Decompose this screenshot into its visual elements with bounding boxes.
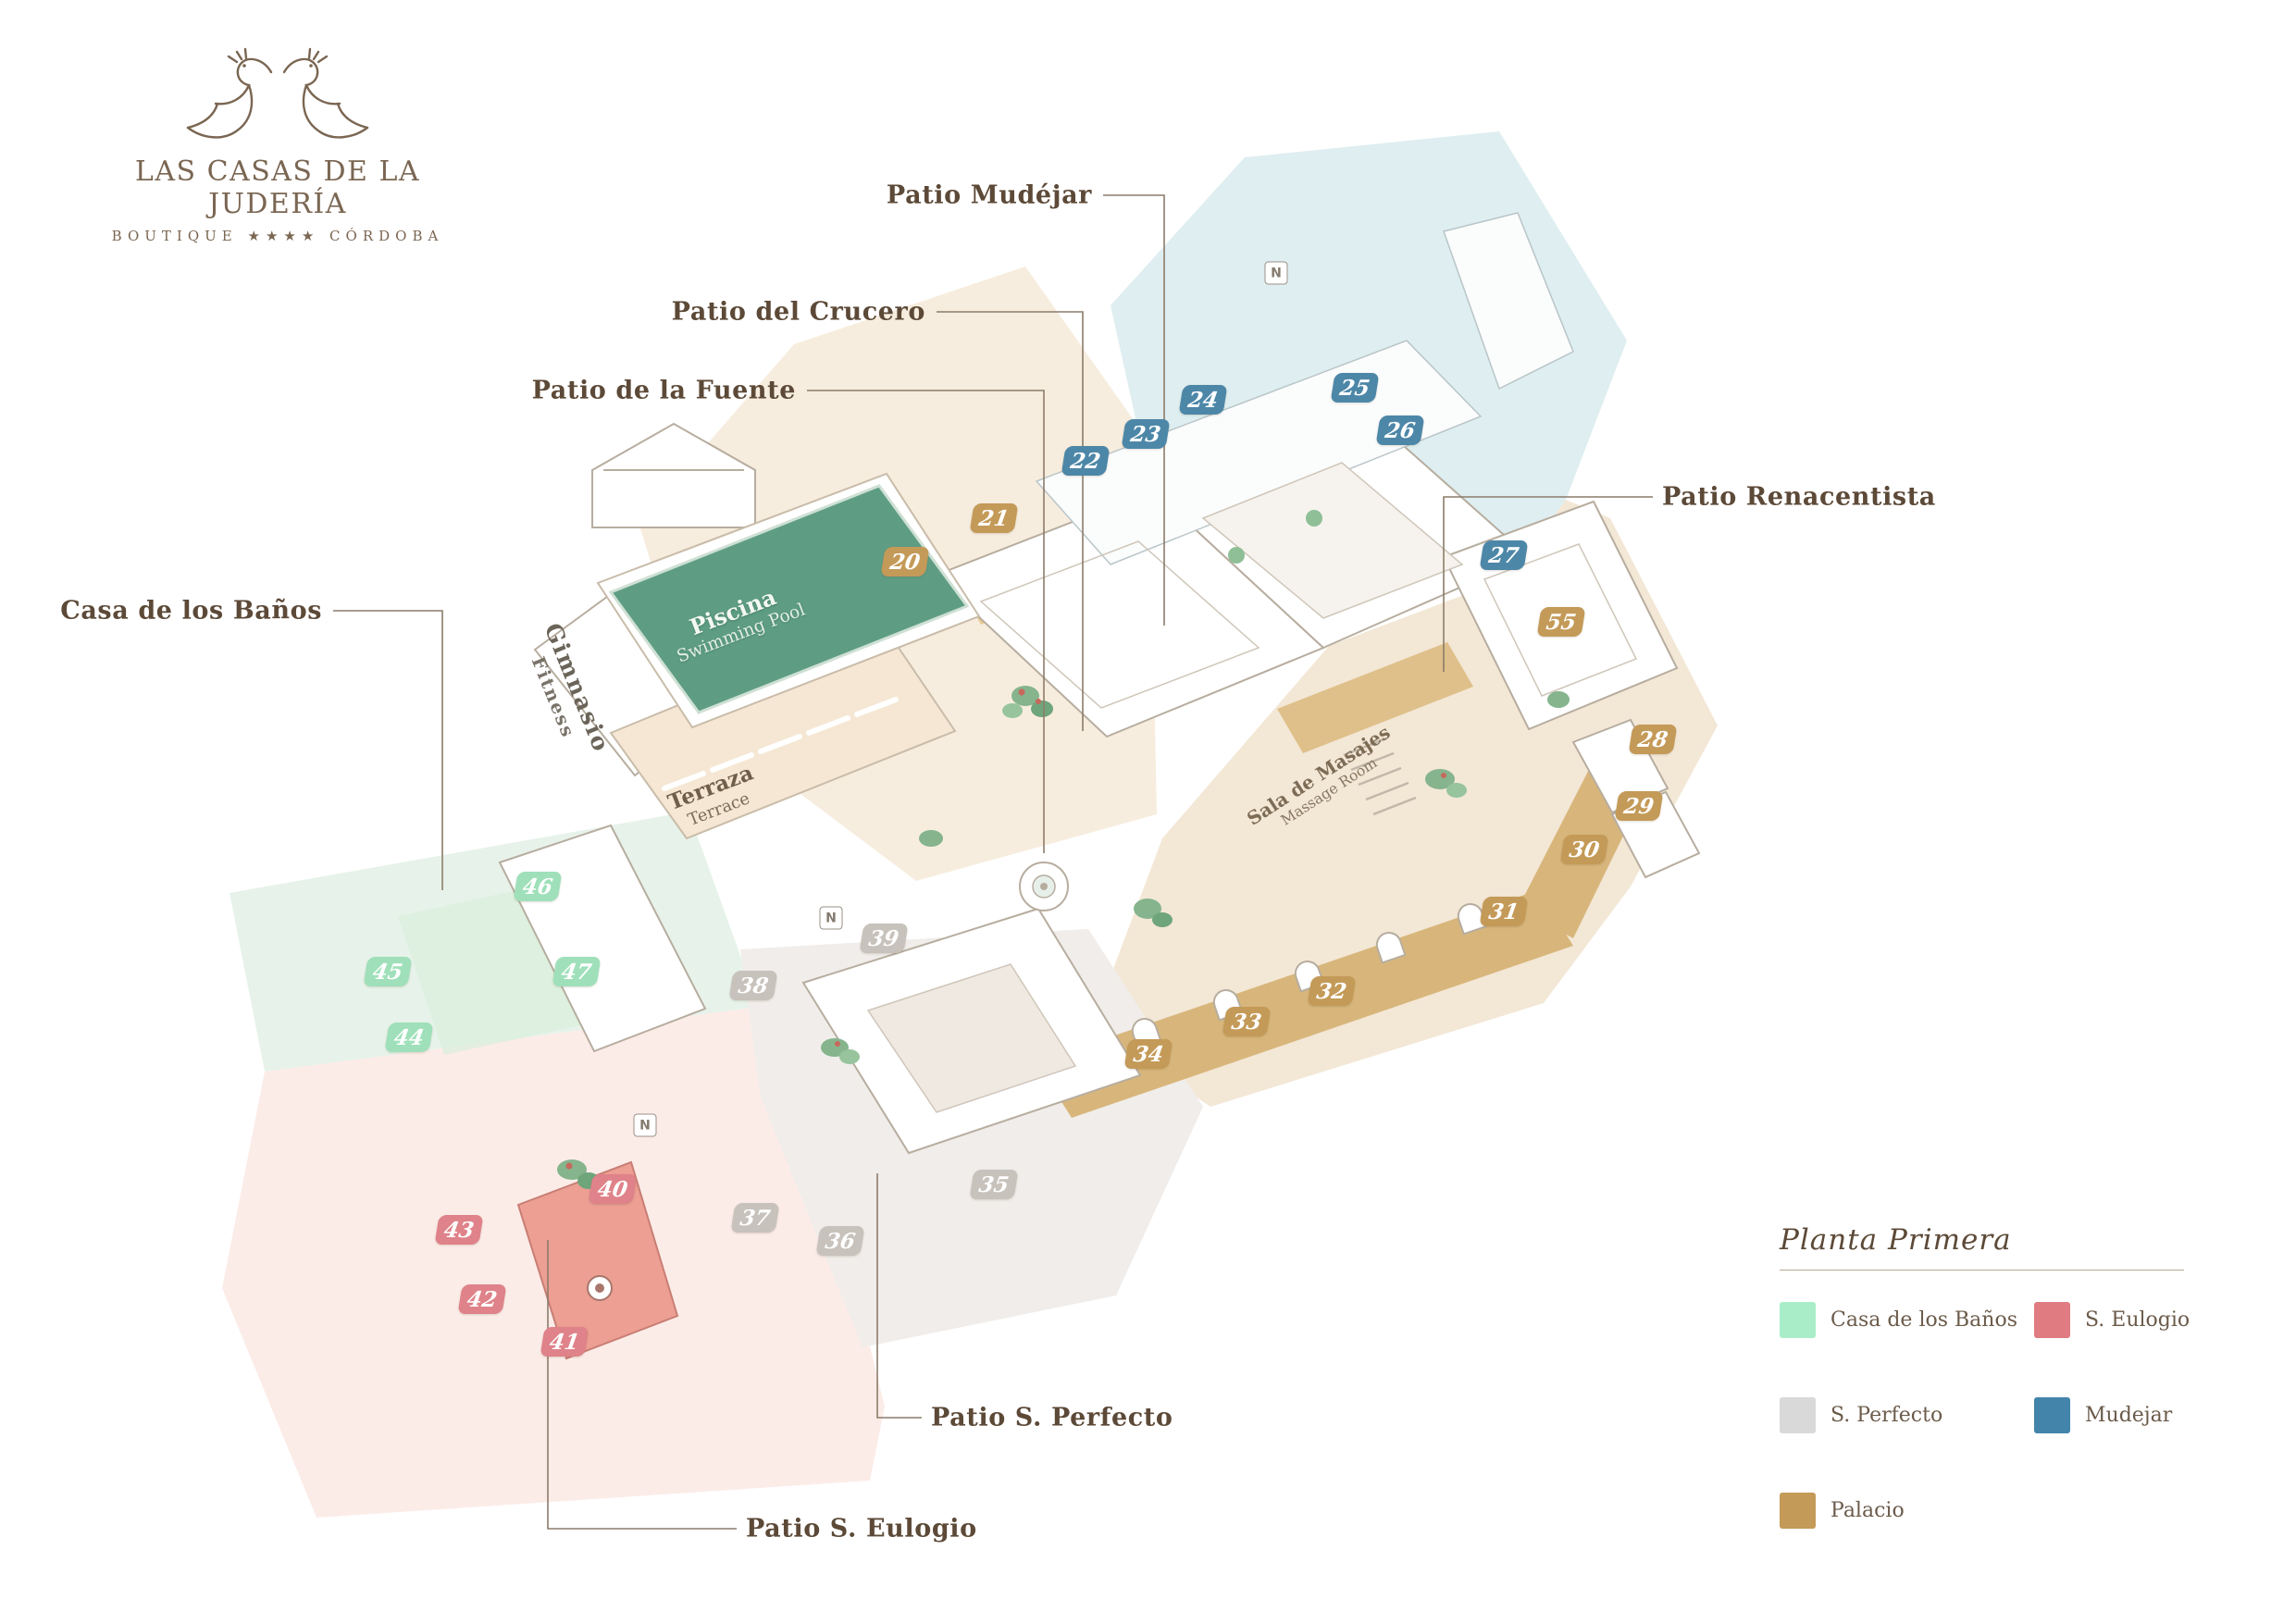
room-badge-22[interactable]: 22	[1061, 446, 1111, 476]
room-badge-34[interactable]: 34	[1123, 1039, 1173, 1069]
hotel-name: LAS CASAS DE LA JUDERÍA	[134, 155, 421, 220]
room-badge-46[interactable]: 46	[513, 872, 563, 901]
leader-line-patio-de-la-fuente	[807, 390, 1045, 853]
room-badge-35[interactable]: 35	[969, 1170, 1019, 1199]
room-badge-45[interactable]: 45	[363, 957, 413, 986]
hotel-subtitle: BOUTIQUE ★★★★ CÓRDOBA	[111, 228, 444, 244]
building-palacio-room-a	[1571, 718, 1669, 814]
legend-label: Palacio	[1831, 1499, 1905, 1522]
fountain-jet	[1040, 883, 1048, 890]
room-badge-37[interactable]: 37	[730, 1203, 780, 1233]
legend-item-mudejar: Mudejar	[2034, 1397, 2205, 1433]
callout-patio-de-la-fuente: Patio de la Fuente	[531, 376, 796, 405]
callout-patio-s-perfecto: Patio S. Perfecto	[931, 1403, 1173, 1432]
building-mudejar-tower	[1443, 212, 1574, 391]
room-badge-31[interactable]: 31	[1479, 897, 1529, 926]
callout-patio-del-crucero: Patio del Crucero	[671, 297, 925, 327]
swimming-pool	[608, 484, 970, 714]
room-badge-32[interactable]: 32	[1307, 976, 1357, 1006]
room-badge-38[interactable]: 38	[728, 971, 778, 1000]
north-indicator-1: N	[1264, 261, 1288, 285]
walkway-massage	[1277, 642, 1473, 753]
room-badge-36[interactable]: 36	[815, 1226, 865, 1256]
room-badge-40[interactable]: 40	[588, 1174, 638, 1204]
court-mudejar-inner	[1201, 462, 1464, 619]
room-badge-42[interactable]: 42	[457, 1284, 507, 1314]
court-perfecto-inner	[866, 963, 1077, 1113]
leader-line-patio-renacentista	[1443, 496, 1653, 672]
walkway-palacio-main	[1036, 890, 1573, 1118]
room-badge-21[interactable]: 21	[969, 503, 1019, 533]
legend-item-s-eulogio: S. Eulogio	[2034, 1302, 2205, 1338]
room-badge-25[interactable]: 25	[1330, 373, 1380, 403]
room-badge-43[interactable]: 43	[434, 1215, 484, 1245]
legend: Planta Primera Casa de los Baños S. Eulog…	[1780, 1223, 2205, 1529]
peacocks-icon	[186, 47, 369, 139]
legend-label: Casa de los Baños	[1831, 1308, 2017, 1332]
room-badge-29[interactable]: 29	[1614, 791, 1664, 821]
legend-item-casa-de-los-ba-os: Casa de los Baños	[1780, 1302, 2034, 1338]
legend-swatch	[1780, 1397, 1816, 1433]
room-badge-47[interactable]: 47	[552, 957, 602, 986]
callout-patio-s-eulogio: Patio S. Eulogio	[746, 1514, 977, 1543]
room-badge-55[interactable]: 55	[1536, 607, 1586, 637]
room-badge-33[interactable]: 33	[1222, 1007, 1272, 1036]
callout-patio-renacentista: Patio Renacentista	[1662, 482, 1936, 512]
court-renacentista-inner	[1483, 543, 1638, 697]
room-badge-39[interactable]: 39	[859, 924, 909, 953]
north-indicator-3: N	[633, 1113, 657, 1137]
terrace-loungers	[662, 697, 899, 791]
legend-label: S. Perfecto	[1831, 1404, 1943, 1427]
legend-swatch	[2034, 1302, 2070, 1338]
leader-line-patio-mudejar	[1103, 194, 1165, 626]
leader-line-casa-de-los-banos	[333, 610, 443, 890]
legend-items: Casa de los Baños S. Eulogio S. Perfecto Mu…	[1780, 1302, 2205, 1529]
room-badge-26[interactable]: 26	[1375, 415, 1425, 445]
room-badge-24[interactable]: 24	[1178, 385, 1228, 415]
leader-line-patio-del-crucero	[937, 311, 1084, 731]
stairs	[1343, 737, 1417, 816]
callout-casa-de-los-banos: Casa de los Baños	[60, 596, 322, 626]
building-pool-house	[591, 422, 756, 528]
legend-title: Planta Primera	[1780, 1223, 2012, 1257]
legend-swatch	[1780, 1302, 1816, 1338]
leader-line-patio-s-perfecto	[876, 1173, 922, 1419]
room-badge-41[interactable]: 41	[540, 1327, 590, 1357]
room-badge-30[interactable]: 30	[1559, 835, 1609, 864]
greenery	[557, 510, 1570, 1189]
room-badge-23[interactable]: 23	[1121, 419, 1171, 449]
room-badge-20[interactable]: 20	[880, 547, 930, 576]
legend-label: Mudejar	[2085, 1404, 2173, 1427]
court-crucero-inner	[979, 540, 1260, 709]
room-badge-27[interactable]: 27	[1479, 540, 1529, 570]
north-indicator-2: N	[819, 906, 843, 930]
hotel-logo: LAS CASAS DE LA JUDERÍA BOUTIQUE ★★★★ CÓ…	[74, 37, 481, 244]
legend-rule	[1780, 1270, 2184, 1271]
well-center	[595, 1283, 604, 1293]
callout-patio-mudejar: Patio Mudéjar	[886, 180, 1092, 210]
legend-label: S. Eulogio	[2085, 1308, 2191, 1332]
room-badge-28[interactable]: 28	[1628, 725, 1678, 754]
legend-item-palacio: Palacio	[1780, 1493, 2034, 1529]
legend-item-s-perfecto: S. Perfecto	[1780, 1397, 2034, 1433]
legend-swatch	[2034, 1397, 2070, 1433]
legend-swatch	[1780, 1493, 1816, 1529]
room-badge-44[interactable]: 44	[384, 1023, 434, 1052]
